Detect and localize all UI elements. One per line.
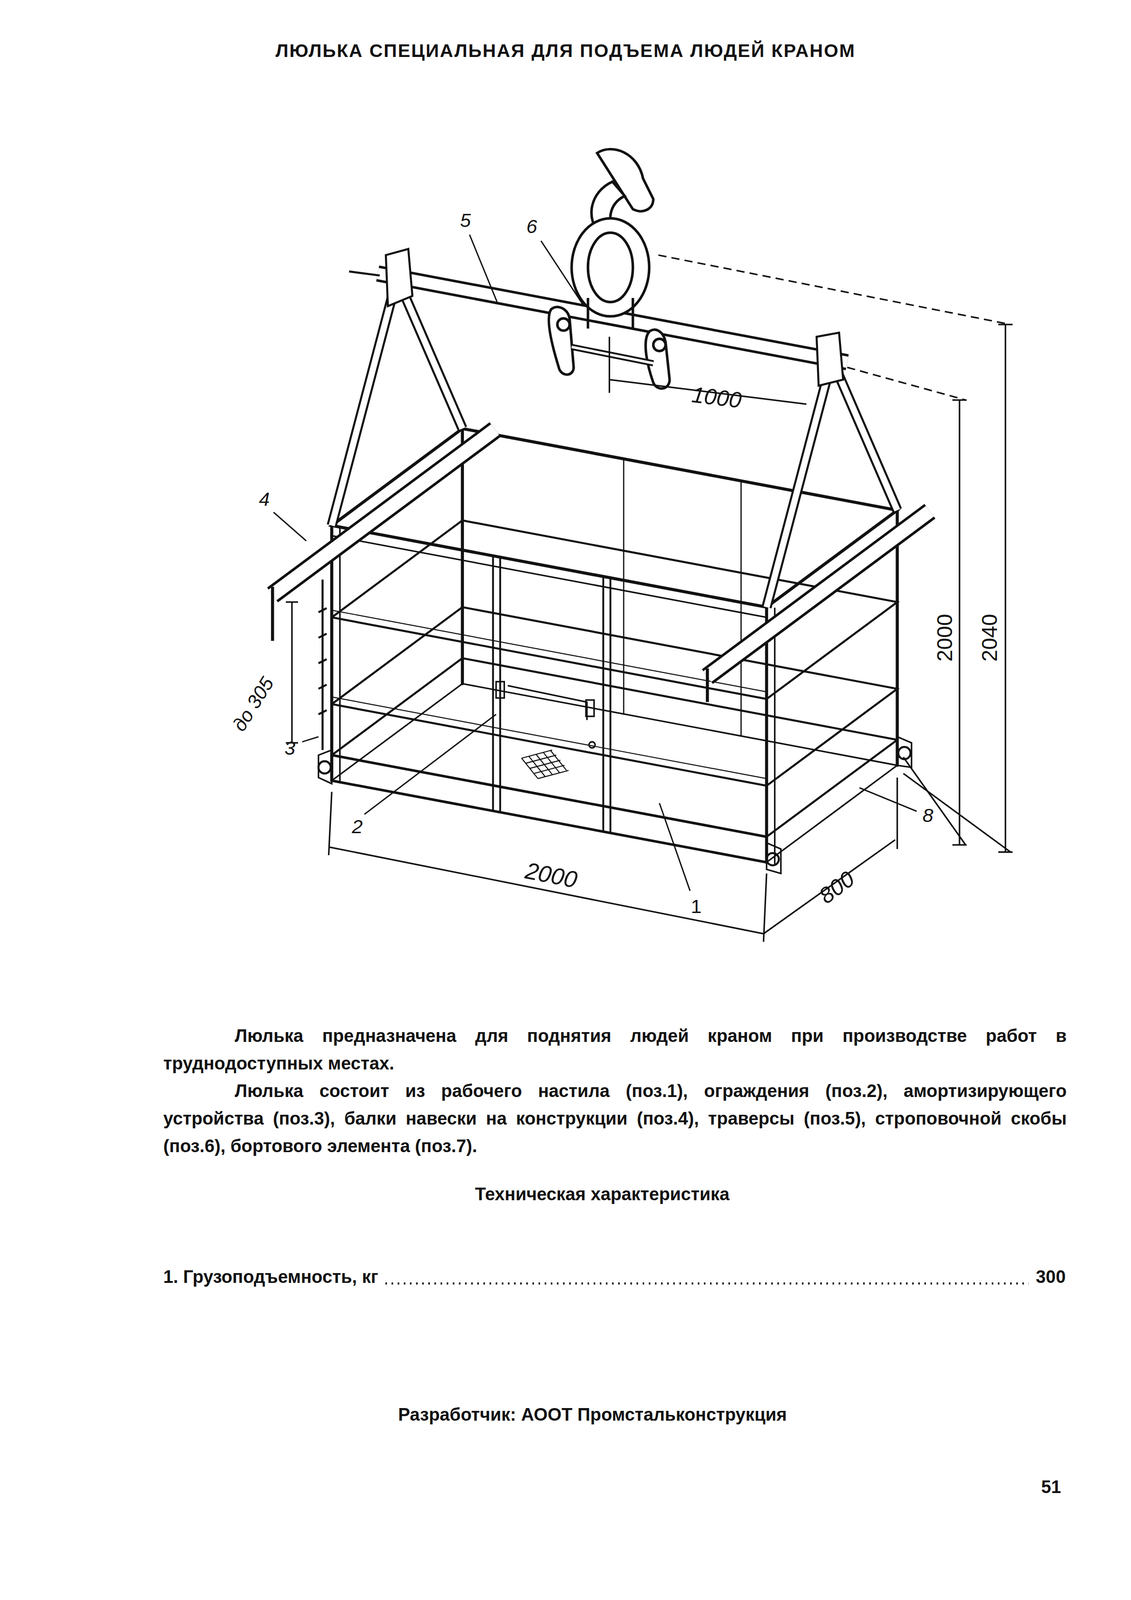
drawing-stroke — [521, 750, 570, 779]
drawing-stroke — [331, 658, 898, 837]
drawing-stroke — [302, 737, 319, 743]
drawing-stroke — [272, 429, 930, 677]
drawing-stroke — [492, 556, 611, 833]
callout-number: 3 — [284, 738, 296, 759]
drawing-stroke — [331, 428, 898, 608]
callout-number: 2 — [351, 817, 363, 837]
drawing-stroke — [540, 241, 584, 307]
drawing-stroke — [496, 682, 505, 699]
drawing-stroke — [469, 234, 498, 303]
drawing-stroke — [588, 232, 634, 303]
drawing-stroke — [588, 298, 634, 329]
drawing-stroke — [658, 255, 1011, 325]
drawing-stroke — [585, 700, 594, 717]
drawing-stroke — [272, 429, 930, 677]
drawing-stroke — [557, 318, 570, 331]
callout-number: 6 — [526, 216, 538, 237]
drawing-stroke — [766, 843, 782, 875]
drawing-stroke — [328, 792, 767, 943]
drawing-stroke — [273, 512, 307, 541]
page-title: ЛЮЛЬКА СПЕЦИАЛЬНАЯ ДЛЯ ПОДЪЕМА ЛЮДЕЙ КРА… — [275, 42, 856, 61]
drawing-stroke — [331, 607, 898, 786]
drawing-stroke — [364, 714, 497, 815]
drawing-stroke — [340, 527, 776, 864]
drawing-stroke — [272, 586, 708, 703]
spec-value: 300 — [1032, 1268, 1069, 1287]
callout-number: 4 — [258, 489, 270, 510]
drawing-stroke — [608, 336, 611, 393]
developer-note: Разработчик: АООТ Промстальконструкция — [395, 1406, 790, 1425]
drawing-stroke — [645, 329, 670, 389]
page-number: 51 — [1038, 1479, 1065, 1497]
drawing-stroke — [521, 750, 567, 779]
dimension-text: 2000 — [933, 614, 955, 662]
drawing-stroke — [508, 685, 587, 720]
drawing-stroke — [318, 761, 331, 774]
drawing-stroke — [847, 367, 966, 401]
dimension-text: 2040 — [978, 614, 1000, 662]
drawing-stroke — [321, 579, 324, 751]
drawing-stroke — [659, 803, 691, 892]
dot-leader — [385, 1282, 1029, 1285]
dimension-text: 800 — [815, 867, 859, 909]
spec-name: 1. Грузоподъемность, кг — [160, 1268, 382, 1287]
drawing-stroke — [318, 750, 332, 784]
drawing-stroke — [318, 608, 327, 715]
drawing-stroke — [766, 853, 779, 866]
drawing-stroke — [571, 347, 654, 364]
dimension-lines — [285, 255, 1013, 943]
drawing-stroke — [331, 277, 898, 608]
body-paragraph: Люлька состоит из рабочего настила (поз.… — [163, 1077, 1067, 1161]
drawing-stroke — [903, 773, 1011, 853]
drawing-stroke — [816, 332, 844, 386]
drawing-stroke — [331, 610, 767, 780]
body-paragraph: Люлька предназначена для поднятия людей … — [163, 1022, 1067, 1078]
drawing-stroke — [331, 683, 898, 863]
drawing-stroke — [903, 757, 966, 846]
dimension-text: 1000 — [690, 384, 743, 413]
drawing-stroke — [548, 306, 574, 375]
drawing-stroke — [385, 248, 413, 306]
drawing-stroke — [331, 535, 767, 618]
drawing-stroke — [623, 459, 741, 736]
drawing-stroke — [571, 218, 650, 317]
dimension-text: до 305 — [229, 674, 278, 735]
callout-number: 5 — [460, 210, 471, 231]
drawing-stroke — [763, 777, 897, 934]
floor-mesh — [521, 750, 570, 779]
drawing-stroke — [589, 742, 596, 749]
callout-number: 1 — [690, 896, 702, 917]
drawing-stroke — [571, 347, 654, 364]
drawing-stroke — [331, 277, 898, 608]
shock-absorber — [318, 579, 327, 751]
drawing-stroke — [859, 788, 917, 812]
drawing-stroke — [897, 737, 912, 769]
drawing-stroke — [285, 602, 299, 744]
hanging-beams — [272, 429, 930, 703]
drawing-stroke — [348, 271, 380, 276]
leader-lines — [273, 234, 918, 892]
section-heading: Техническая характеристика — [475, 1186, 730, 1205]
callout-number: 8 — [922, 805, 934, 826]
drawing-stroke — [653, 338, 666, 351]
drawing-stroke — [998, 324, 1013, 853]
